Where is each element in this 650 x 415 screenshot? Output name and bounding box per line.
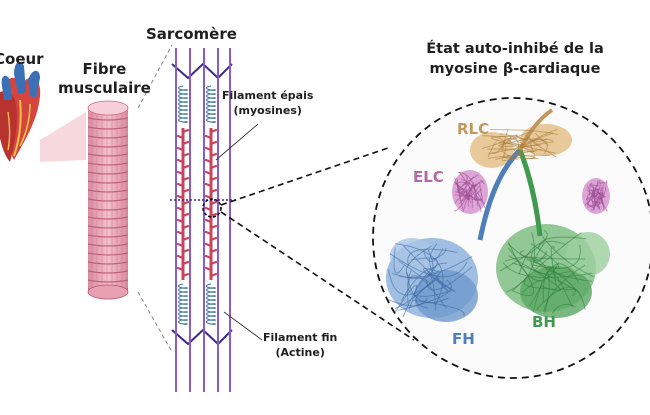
- rlc-label: RLC: [457, 120, 490, 138]
- structure-title-line2: myosine β-cardiaque: [429, 61, 601, 77]
- thick-filament-label-line2: (myosines): [233, 104, 302, 117]
- muscle-fiber-label-line1: Fibre: [82, 60, 127, 78]
- elc-label: ELC: [413, 168, 444, 186]
- structure-title: État auto-inhibé de la myosine β-cardiaq…: [400, 39, 630, 79]
- heart-illustration: [0, 61, 41, 162]
- zoom-line-top: [220, 147, 389, 206]
- thin-filament-label-line2: (Actine): [275, 346, 325, 359]
- sarcomere-label: Sarcomère: [146, 25, 237, 43]
- zoom-heart-to-fiber: [40, 112, 86, 162]
- thick-filament-leader: [215, 123, 259, 161]
- thick-filament-label: Filament épais (myosines): [222, 88, 313, 118]
- thick-filament-label-line1: Filament épais: [222, 89, 314, 102]
- zoom-line-fiber-bottom: [137, 291, 173, 353]
- sarcomere: [170, 48, 236, 392]
- thin-filament-leader: [223, 311, 263, 341]
- zoom-spot: [202, 198, 222, 218]
- structure-title-line1: État auto-inhibé de la: [426, 41, 604, 57]
- thin-filament-label: Filament fin (Actine): [263, 330, 337, 360]
- bh-label: BH: [532, 313, 556, 331]
- heart-label: Coeur: [0, 50, 44, 68]
- myosin-structure: [372, 97, 650, 379]
- muscle-fiber-label: Fibre musculaire: [58, 60, 151, 98]
- muscle-fiber: [87, 100, 129, 300]
- fh-label: FH: [452, 330, 475, 348]
- zoom-line-fiber-top: [137, 44, 173, 109]
- thin-filament-label-line1: Filament fin: [263, 331, 338, 344]
- zoom-line-bottom: [220, 211, 415, 341]
- muscle-fiber-label-line2: musculaire: [58, 79, 151, 97]
